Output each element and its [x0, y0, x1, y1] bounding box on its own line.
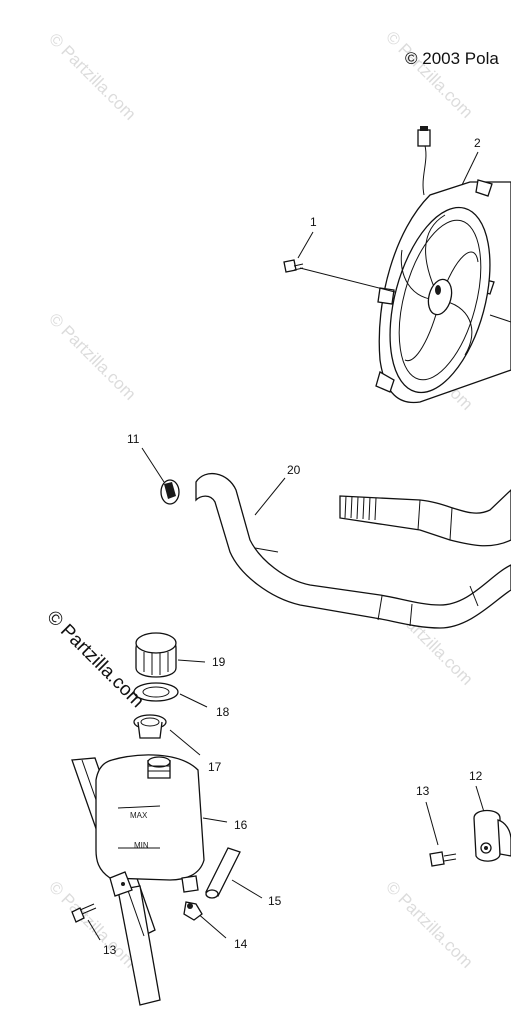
callout-15: 15 [268, 894, 282, 908]
fan-assembly [299, 126, 511, 404]
callout-14: 14 [234, 937, 248, 951]
watermark-top-right: © Partzilla.com [382, 27, 476, 121]
watermark-mid-left: © Partzilla.com [45, 309, 139, 403]
screw-right-part [429, 851, 457, 867]
callout-17: 17 [208, 760, 222, 774]
callout-13-right: 13 [416, 784, 430, 798]
callout-11: 11 [127, 432, 140, 446]
watermark-bottom-right: © Partzilla.com [382, 877, 476, 971]
copyright-text: © 2003 Pola [405, 49, 499, 68]
hose-clamp-part [160, 479, 180, 505]
callout-20: 20 [287, 463, 301, 477]
tank-min-mark: MIN [134, 841, 149, 850]
callout-2: 2 [474, 136, 481, 150]
small-clamp-part [183, 901, 203, 921]
callout-16: 16 [234, 818, 248, 832]
callout-19: 19 [212, 655, 226, 669]
callout-18: 18 [216, 705, 230, 719]
tank-max-mark: MAX [130, 811, 148, 820]
screw-part [283, 259, 304, 273]
callout-1: 1 [310, 215, 317, 229]
filler-neck-part [133, 714, 167, 739]
callout-13-left: 13 [103, 943, 117, 957]
radiator-cap-part [135, 632, 177, 678]
watermark-prominent: © Partzilla.com [42, 607, 147, 712]
overflow-hose-part [205, 847, 241, 899]
screw-left-part [71, 903, 97, 923]
coolant-tank-part: MAX MIN [95, 754, 205, 897]
upper-hose-part [339, 489, 511, 547]
gasket-part [133, 682, 179, 702]
clip-part [473, 809, 511, 862]
watermark-top-left: © Partzilla.com [45, 29, 139, 123]
callout-12: 12 [469, 769, 483, 783]
hose-ribs [344, 495, 377, 521]
